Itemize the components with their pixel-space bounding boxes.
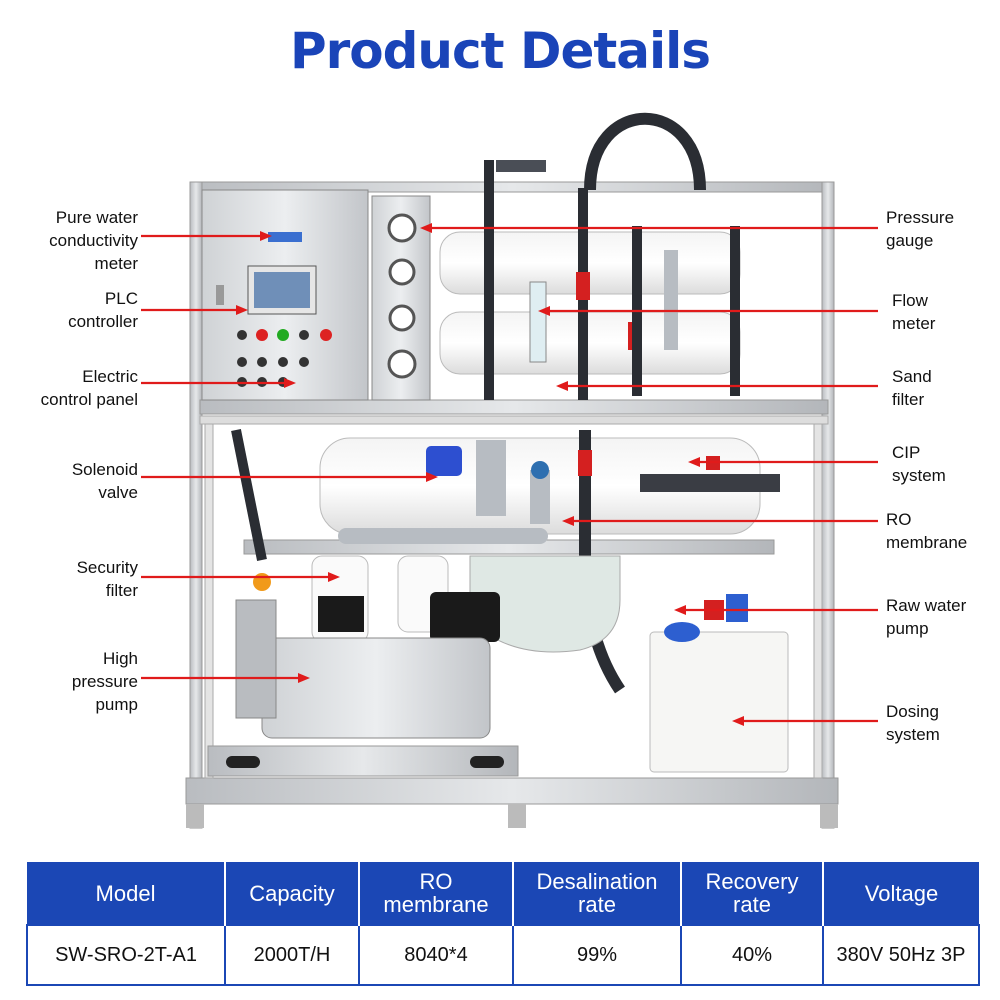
header-capacity: Capacity xyxy=(225,862,360,925)
label-high-pressure-pump: High pressure pump xyxy=(71,649,138,714)
lower-section xyxy=(207,555,789,777)
label-pressure-gauge: Pressure gauge xyxy=(886,208,955,250)
ro-machine-illustration xyxy=(141,112,878,829)
label-security-filter: Security filter xyxy=(76,558,138,600)
label-dosing-system: Dosing system xyxy=(886,702,940,744)
spec-table: Model Capacity RO membrane Desalination … xyxy=(26,862,980,986)
label-plc-controller: PLC controller xyxy=(68,289,138,331)
header-ro-membrane: RO membrane xyxy=(359,862,514,925)
cell-desalination-rate: 99% xyxy=(512,924,682,986)
label-cip-system: CIP system xyxy=(892,443,946,485)
cell-capacity: 2000T/H xyxy=(224,924,360,986)
cell-voltage: 380V 50Hz 3P xyxy=(822,924,980,986)
cell-recovery-rate: 40% xyxy=(680,924,824,986)
spec-table-header-row: Model Capacity RO membrane Desalination … xyxy=(27,862,979,925)
callout-arrows xyxy=(141,223,878,726)
label-solenoid-valve: Solenoid valve xyxy=(71,460,138,502)
page-title: Product Details xyxy=(289,22,711,80)
label-electric-control-panel: Electric control panel xyxy=(40,367,138,409)
label-pure-water-conductivity-meter: Pure water conductivity meter xyxy=(49,208,138,273)
control-cabinet xyxy=(201,189,431,401)
table-row: SW-SRO-2T-A1 2000T/H 8040*4 99% 40% 380V… xyxy=(26,924,980,986)
cell-ro-membrane: 8040*4 xyxy=(358,924,514,986)
upper-membranes xyxy=(439,112,741,400)
stainless-frame xyxy=(185,181,839,829)
label-raw-water-pump: Raw water pump xyxy=(886,596,967,638)
header-voltage: Voltage xyxy=(823,862,979,925)
middle-section xyxy=(231,429,780,694)
header-desalination-rate: Desalination rate xyxy=(513,862,682,925)
header-recovery-rate: Recovery rate xyxy=(681,862,824,925)
label-sand-filter: Sand filter xyxy=(892,367,932,409)
label-flow-meter: Flow meter xyxy=(892,291,936,333)
cell-model: SW-SRO-2T-A1 xyxy=(26,924,226,986)
label-ro-membrane: RO membrane xyxy=(886,510,968,552)
header-model: Model xyxy=(27,862,226,925)
